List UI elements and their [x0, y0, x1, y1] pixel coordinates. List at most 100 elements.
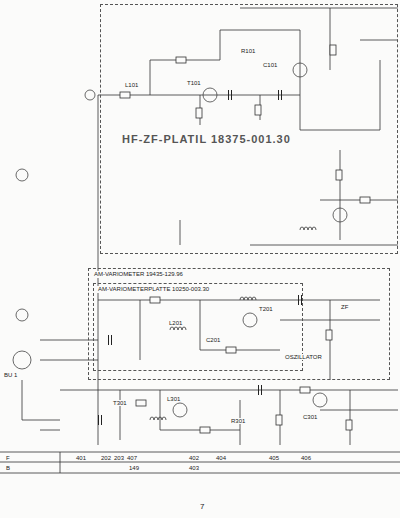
transistor-symbol [13, 351, 31, 369]
wire [220, 30, 300, 60]
coil-symbol [154, 417, 158, 420]
resistor-symbol [176, 57, 186, 63]
part-label: BU 1 [3, 372, 18, 378]
coil-symbol [174, 327, 178, 330]
resistor-symbol [330, 45, 336, 55]
transistor-symbol [293, 63, 307, 77]
wire [150, 60, 220, 95]
transistor-symbol [313, 393, 327, 407]
part-label: 149 [128, 465, 140, 471]
wire [60, 390, 98, 391]
wire [200, 300, 280, 350]
part-label: T101 [186, 80, 202, 86]
transistor-symbol [203, 88, 217, 102]
wire [330, 8, 331, 70]
part-label: L201 [168, 320, 183, 326]
coil-symbol [300, 227, 304, 230]
wire [340, 150, 341, 240]
part-label: 402 [188, 455, 200, 461]
coil-symbol [244, 297, 248, 300]
part-label: T301 [112, 400, 128, 406]
board-title: HF-ZF-PLATIL 18375-001.30 [121, 133, 292, 145]
coil-symbol [150, 417, 154, 420]
part-label: 403 [188, 465, 200, 471]
wire [98, 390, 398, 391]
wire [380, 60, 381, 130]
capacitor-symbol [299, 295, 302, 305]
capacitor-symbol [99, 415, 102, 425]
coil-symbol [308, 227, 312, 230]
wire [60, 452, 61, 473]
resistor-symbol [346, 420, 352, 430]
board-region: HF-ZF-PLATIL 18375-001.30 [100, 4, 398, 254]
resistor-symbol [255, 105, 261, 115]
transistor-symbol [243, 313, 257, 327]
wire [140, 300, 141, 360]
coil-symbol [240, 297, 244, 300]
resistor-symbol [326, 330, 332, 340]
part-label: 407 [126, 455, 138, 461]
board-region: AM-VARIOMETER 19435-129.96AM-VARIOMETERP… [88, 268, 390, 380]
resistor-symbol [120, 92, 130, 98]
capacitor-symbol [229, 90, 232, 100]
wire [40, 340, 98, 341]
wire [350, 390, 351, 445]
part-label: OSZILLATOR [284, 354, 323, 360]
transistor-symbol [85, 90, 95, 100]
board-title: AM-VARIOMETERPLATTE 10250-003.30 [97, 286, 210, 293]
part-label: F [5, 455, 11, 461]
coil-symbol [182, 327, 186, 330]
part-label: 405 [268, 455, 280, 461]
wire [250, 245, 398, 246]
transistor-symbol [16, 169, 28, 181]
capacitor-symbol [109, 335, 112, 345]
part-label: 404 [215, 455, 227, 461]
wire [360, 40, 398, 41]
wire [180, 220, 181, 245]
part-label: C301 [302, 414, 318, 420]
wire [22, 380, 60, 420]
wire [240, 8, 398, 9]
part-label: 406 [300, 455, 312, 461]
board-region: AM-VARIOMETERPLATTE 10250-003.30 [93, 283, 303, 371]
coil-symbol [312, 227, 316, 230]
part-label: C201 [205, 337, 221, 343]
part-label: ZF [340, 304, 349, 310]
part-label: 203 [113, 455, 125, 461]
part-label: 202 [100, 455, 112, 461]
resistor-symbol [196, 108, 202, 118]
resistor-symbol [226, 347, 236, 353]
transistor-symbol [16, 309, 28, 321]
part-label: L101 [124, 82, 139, 88]
resistor-symbol [300, 387, 310, 393]
part-label: R101 [240, 48, 256, 54]
part-label: T201 [258, 306, 274, 312]
wire [98, 95, 99, 445]
part-label: B [5, 465, 11, 471]
wire [160, 390, 240, 430]
wire [300, 30, 301, 130]
resistor-symbol [200, 427, 210, 433]
transistor-symbol [333, 208, 347, 222]
wire [320, 200, 398, 201]
resistor-symbol [150, 297, 160, 303]
part-label: R301 [230, 418, 246, 424]
part-label: L301 [166, 396, 181, 402]
resistor-symbol [276, 415, 282, 425]
board-title: AM-VARIOMETER 19435-129.96 [93, 271, 184, 278]
part-label: C101 [262, 62, 278, 68]
wire [40, 430, 60, 431]
capacitor-symbol [279, 90, 282, 100]
coil-symbol [248, 297, 252, 300]
wire [300, 130, 380, 131]
coil-symbol [178, 327, 182, 330]
coil-symbol [162, 417, 166, 420]
coil-symbol [170, 327, 174, 330]
wire [40, 360, 98, 361]
coil-symbol [252, 297, 256, 300]
coil-symbol [158, 417, 162, 420]
resistor-symbol [336, 170, 342, 180]
